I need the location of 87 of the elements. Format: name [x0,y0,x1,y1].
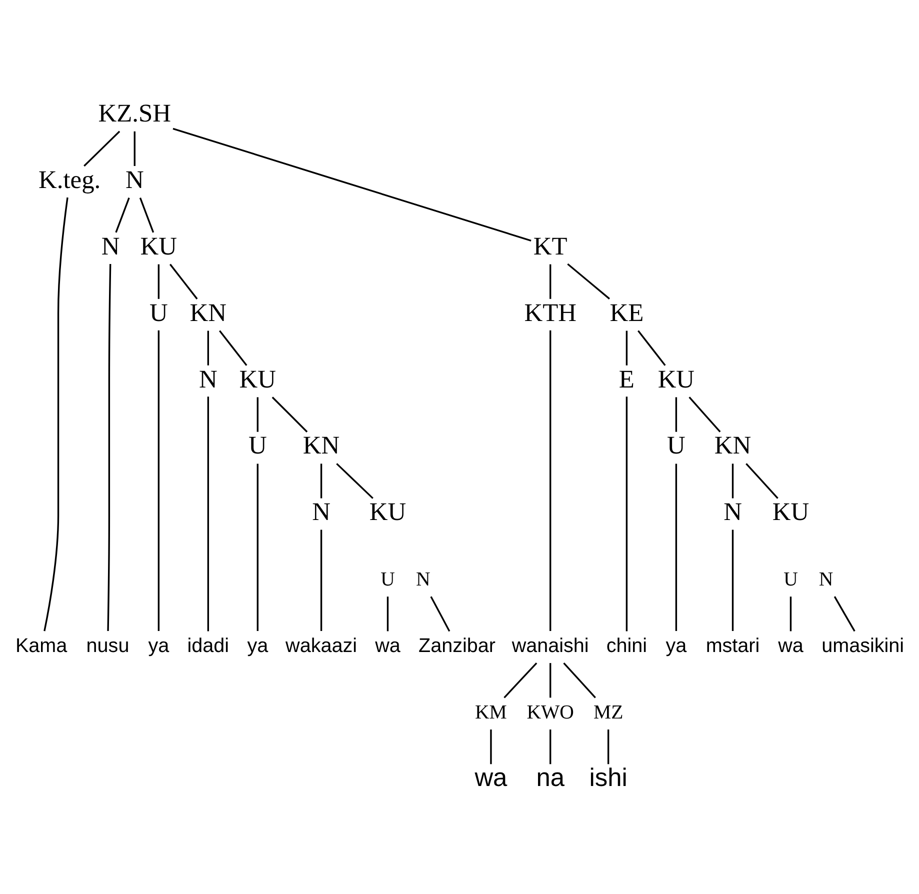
node-text: ishi [589,764,628,792]
node-text: wanaishi [512,634,589,657]
connector [107,263,112,631]
connector [675,396,678,432]
connector [256,396,258,432]
connector [272,396,308,432]
connector [320,463,322,498]
node-text: wakaazi [286,634,358,657]
node-text: KT [533,230,568,260]
connector [172,127,532,241]
node-text: MZ [593,701,624,724]
connector [218,330,248,366]
connector [490,729,492,764]
connector [207,330,209,365]
node-text: ya [666,634,687,657]
connector [790,596,792,631]
connector [158,330,160,631]
connector [44,196,68,631]
node-text: N [101,230,120,260]
node-text: Kama [15,634,68,657]
connector [675,463,678,631]
node-text: N [724,496,742,526]
node-text: mstari [706,634,760,657]
connector [134,130,136,166]
node-text: U [248,430,267,460]
connector [158,264,160,298]
node-text: nusu [86,634,130,657]
connector [626,330,628,365]
node-text: KWO [526,701,574,724]
connector [834,596,856,632]
connector [550,729,552,764]
connector [430,596,450,632]
connector [115,197,130,232]
node-text: KN [190,297,227,326]
node-text: na [536,764,564,792]
connector [550,662,552,698]
node-text: KU [772,496,810,526]
connector [256,463,258,631]
node-text: ya [148,634,170,657]
node-text: U [667,430,686,460]
connector [732,463,734,498]
node-text: KTH [524,297,576,326]
node-text: idadi [187,634,230,657]
node-text: KN [714,430,752,460]
connector [607,729,610,764]
node-text: KU [658,364,695,393]
connector [550,264,552,298]
connector [386,596,389,631]
node-text: U [380,568,395,590]
connector [207,396,209,631]
node-text: wa [375,634,400,657]
connector [626,396,628,631]
node-text: N [416,568,430,590]
connector [336,462,374,498]
node-text: KU [239,364,276,393]
node-text: chini [606,634,648,657]
node-text: ya [247,634,268,657]
connector [638,330,666,366]
node-text: N [818,568,834,590]
node-text: N [312,496,330,526]
node-text: KN [302,430,340,460]
connector [563,662,596,698]
node-text: Zanzibar [418,634,496,657]
node-text: N [125,164,144,194]
node-text: KE [610,297,644,326]
node-text: KM [475,701,507,724]
connector [504,662,538,698]
node-text: U [149,297,168,326]
connector [732,529,734,630]
node-text: K.teg. [38,164,101,194]
connector [169,263,198,299]
node-text: KZ.SH [98,98,172,127]
node-text: N [198,364,218,393]
connector [84,130,120,166]
node-text: KU [369,496,406,526]
node-text: KU [140,230,178,260]
connector [567,262,610,299]
connector [688,396,721,432]
connector [139,197,154,232]
node-text: U [784,568,798,590]
connector [550,330,552,631]
connector [320,529,322,630]
node-text: E [618,364,634,393]
node-text: wa [474,764,508,792]
node-text: wa [778,634,804,657]
node-text: umasikini [822,634,904,657]
connector [746,462,778,498]
